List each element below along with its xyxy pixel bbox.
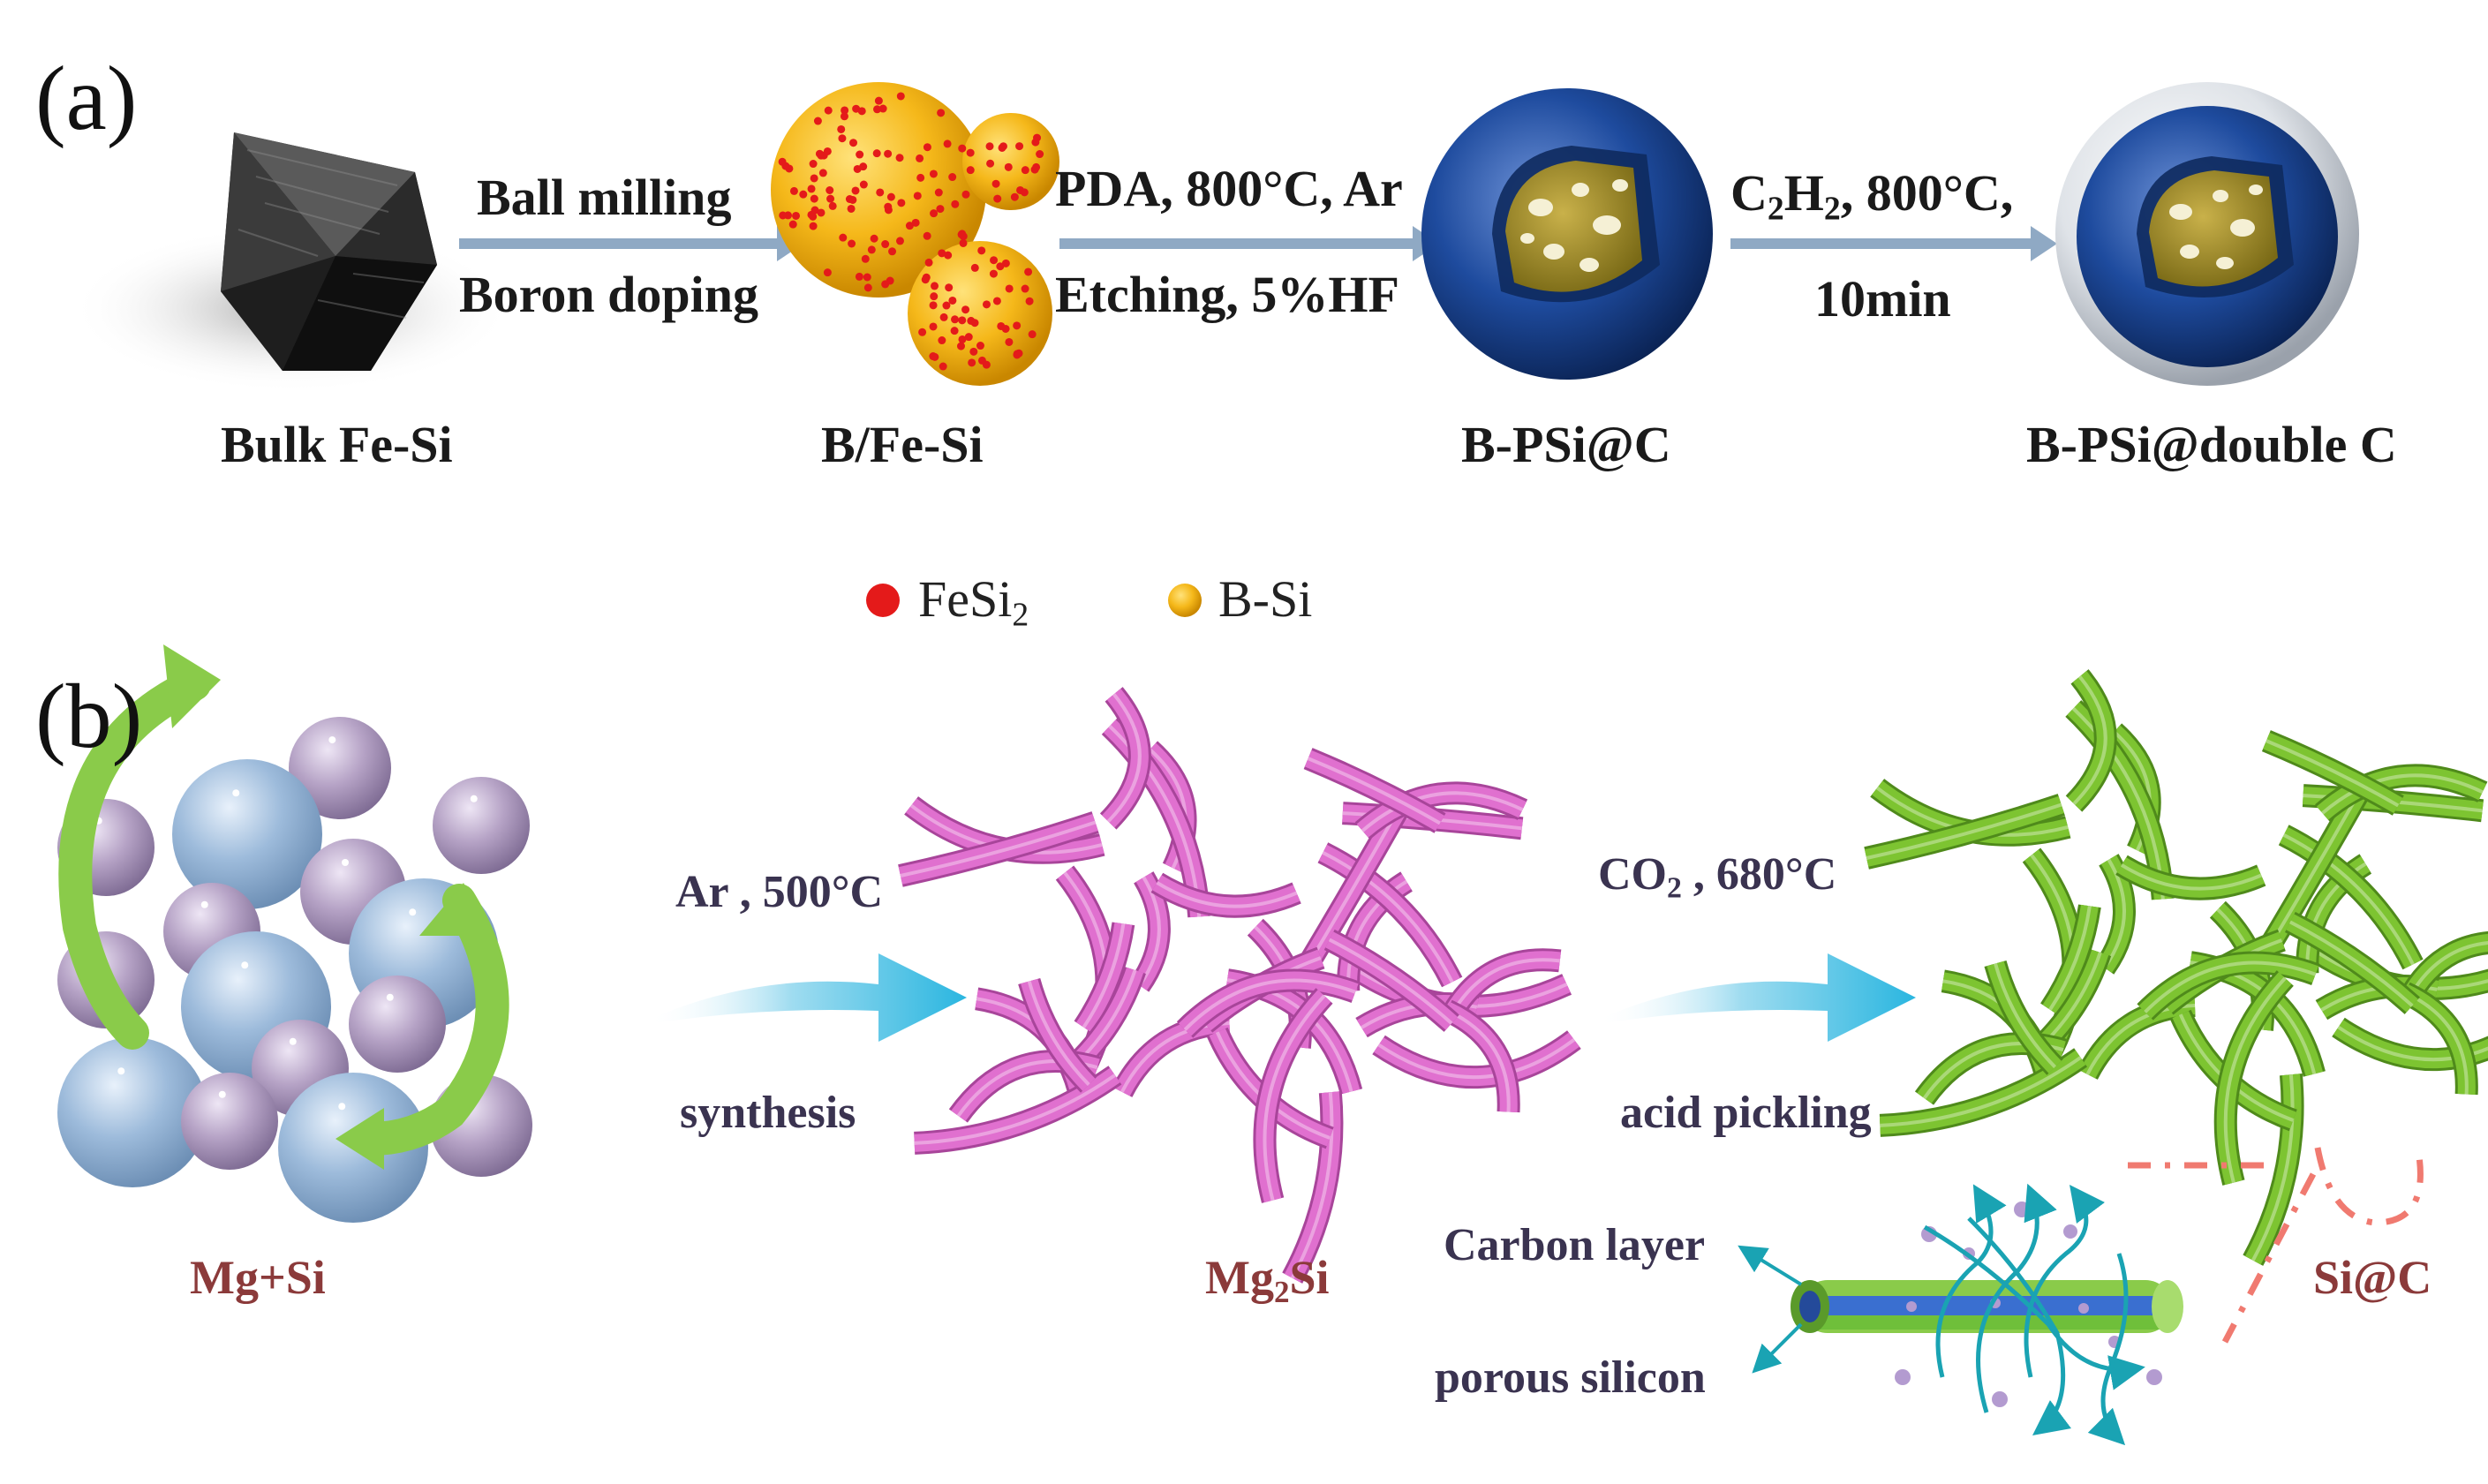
process-arrow-1	[649, 953, 967, 1042]
step3-c: C	[1730, 164, 1768, 222]
b-step2-co: CO	[1598, 849, 1667, 900]
mg2si-sub: 2	[1273, 1274, 1290, 1309]
carbon-tube-magnified	[1738, 1183, 2183, 1446]
mg2si-si: Si	[1289, 1251, 1330, 1304]
legend-bsi: B-Si	[1218, 570, 1313, 628]
bsi-legend-dot	[1168, 584, 1202, 617]
step1-top-label: Ball milling	[477, 169, 732, 226]
bulk-fesi-octahedron	[221, 132, 437, 371]
mg-si-spheres	[57, 717, 532, 1223]
step1-bottom-label: Boron doping	[459, 266, 759, 323]
step3-sub1: 2	[1767, 190, 1784, 228]
b-step2-top-label: CO2 , 680°C	[1598, 852, 1836, 903]
bpsi-double-c-particle	[2055, 82, 2359, 386]
porous-silicon-label: porous silicon	[1435, 1352, 1706, 1403]
material-label-1: B/Fe-Si	[821, 416, 984, 473]
step3-suffix: , 800°C,	[1840, 164, 2014, 222]
process-arrow-2	[1598, 953, 1916, 1042]
legend-fesi-text: FeSi	[918, 570, 1013, 628]
step3-sub2: 2	[1823, 190, 1841, 228]
mg2si-network	[898, 687, 1581, 1284]
legend-fesi2: FeSi2	[918, 574, 1029, 632]
bfesi-spheres	[771, 82, 1059, 386]
step3-top-label: C2H2, 800°C,	[1730, 168, 2013, 226]
panel-b-label: (b)	[35, 666, 143, 767]
sic-network	[1864, 669, 2488, 1266]
magnify-callout	[2128, 1147, 2424, 1344]
process-arrow-a-3	[1730, 226, 2057, 261]
mg2si-mg: Mg	[1205, 1251, 1274, 1304]
step3-bottom-label: 10min	[1814, 270, 1951, 328]
material-label-3: B-PSi@double C	[2026, 416, 2397, 473]
panel-a-label: (a)	[35, 48, 138, 149]
mg2si-label: Mg2Si	[1205, 1254, 1330, 1307]
mgsi-label: Mg+Si	[190, 1251, 326, 1304]
process-arrow-a-2	[1059, 226, 1439, 261]
material-label-0: Bulk Fe-Si	[221, 416, 453, 473]
b-step2-suffix: , 680°C	[1681, 849, 1837, 900]
step2-bottom-label: Etching, 5%HF	[1055, 266, 1399, 323]
b-step2-bottom-label: acid pickling	[1620, 1088, 1872, 1138]
bpsi-c-particle	[1421, 88, 1713, 380]
step3-h: H	[1783, 164, 1824, 222]
fesi2-legend-dot	[866, 584, 900, 617]
material-label-2: B-PSi@C	[1461, 416, 1671, 473]
carbon-layer-label: Carbon layer	[1444, 1220, 1706, 1270]
b-step2-sub: 2	[1667, 871, 1682, 905]
legend-fesi-sub: 2	[1012, 596, 1029, 634]
b-step1-top-label: Ar , 500°C	[675, 867, 884, 917]
sic-label: Si@C	[2313, 1251, 2432, 1304]
b-step1-bottom-label: synthesis	[680, 1088, 856, 1138]
process-arrow-a-1	[459, 226, 803, 261]
step2-top-label: PDA, 800°C, Ar	[1055, 160, 1403, 217]
